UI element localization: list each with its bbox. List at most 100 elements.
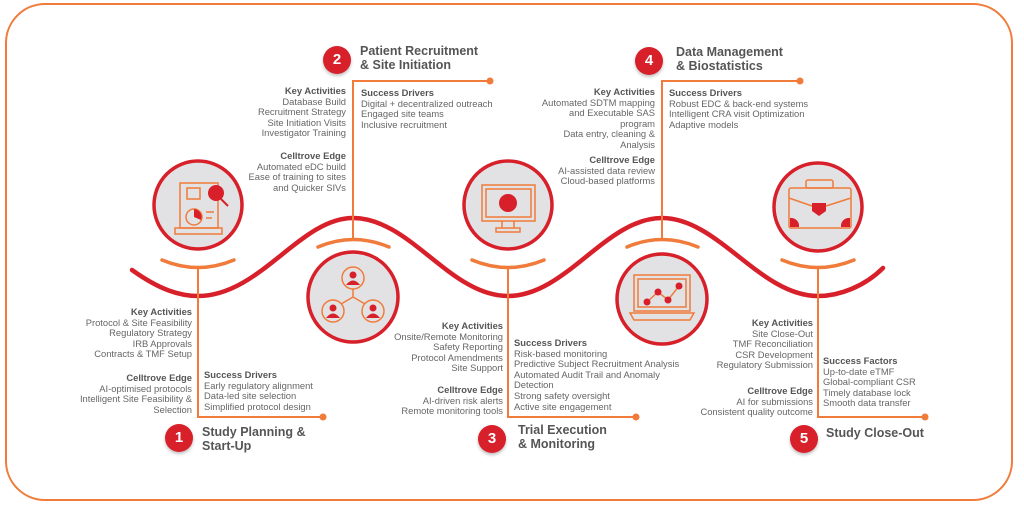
connector-dot	[921, 413, 929, 421]
stage-4-title: Data Management & Biostatistics	[676, 45, 783, 73]
stage-1-circle	[152, 159, 244, 251]
stage-3-celltrove-edge: Celltrove Edge AI-driven risk alerts Rem…	[401, 384, 503, 417]
title-line: & Site Initiation	[360, 58, 451, 72]
title-line: Patient Recruitment	[360, 44, 479, 58]
list-item: Site Initiation Visits	[267, 116, 346, 128]
list-item: AI-assisted data review	[558, 164, 655, 176]
list-item: AI for submissions	[736, 395, 813, 407]
list-item: Robust EDC & back-end systems	[669, 97, 809, 109]
list-item: Early regulatory alignment	[204, 379, 313, 391]
stage-3-success-drivers: Success Drivers Risk-based monitoring Pr…	[514, 337, 680, 412]
list-item: Engaged site teams	[361, 108, 444, 120]
title-line: Study Planning &	[202, 425, 306, 439]
list-item: Consistent quality outcome	[700, 406, 813, 418]
list-item: Contracts & TMF Setup	[94, 348, 192, 360]
list-item: Intelligent Site Feasibility &	[79, 393, 192, 405]
stage-5-success-factors: Success Factors Up-to-date eTMF Global-c…	[823, 355, 916, 409]
list-item: Protocol Amendments	[411, 351, 503, 363]
list-item: Risk-based monitoring	[514, 347, 608, 359]
laptop-chart-icon	[628, 274, 696, 321]
stage-3-title: Trial Execution & Monitoring	[518, 423, 607, 451]
connector-dot	[486, 77, 494, 85]
edge-heading: Celltrove Edge	[437, 384, 503, 395]
stage-4-key-activities: Key Activities Automated SDTM mapping an…	[542, 86, 655, 151]
list-item: Digital + decentralized outreach	[361, 97, 493, 109]
list-item: Detection	[514, 379, 554, 391]
list-item: Data-led site selection	[204, 390, 297, 402]
list-item: Selection	[153, 403, 192, 415]
list-item: Recruitment Strategy	[257, 106, 346, 118]
stage-4-circle	[615, 252, 709, 346]
title-line: Data Management	[676, 45, 783, 59]
list-item: Site Support	[451, 362, 503, 374]
edge-heading: Celltrove Edge	[126, 372, 192, 383]
stage-2-key-activities: Key Activities Database Build Recruitmen…	[257, 85, 346, 139]
list-item: Investigator Training	[261, 127, 346, 139]
list-item: TMF Reconciliation	[732, 338, 813, 350]
arc-2	[316, 237, 391, 249]
stage-1-number-badge: 1	[165, 424, 193, 452]
stage-2-title: Patient Recruitment & Site Initiation	[360, 44, 478, 72]
key-activities-heading: Key Activities	[751, 317, 813, 328]
list-item: Adaptive models	[669, 118, 739, 130]
stage-4-success-drivers: Success Drivers Robust EDC & back-end sy…	[669, 87, 809, 130]
stage-4-celltrove-edge: Celltrove Edge AI-assisted data review C…	[558, 154, 655, 187]
edge-heading: Celltrove Edge	[747, 385, 813, 396]
list-item: Regulatory Strategy	[109, 327, 192, 339]
list-item: Automated eDC build	[256, 160, 346, 172]
people-network-icon	[321, 266, 385, 323]
list-item: Analysis	[620, 138, 655, 150]
arc-3	[470, 258, 546, 270]
list-item: Simplified protocol design	[204, 400, 311, 412]
stage-1-celltrove-edge: Celltrove Edge AI-optimised protocols In…	[79, 372, 192, 415]
list-item: Automated Audit Trail and Anomaly	[514, 368, 660, 380]
connector-dot	[632, 413, 640, 421]
stage-5-key-activities: Key Activities Site Close-Out TMF Reconc…	[716, 317, 813, 371]
key-activities-heading: Key Activities	[130, 306, 192, 317]
edge-heading: Celltrove Edge	[280, 150, 346, 161]
connector-4	[661, 80, 799, 240]
title-line: Trial Execution	[518, 423, 607, 437]
list-item: IRB Approvals	[132, 337, 192, 349]
connector-dot	[319, 413, 327, 421]
stage-2-success-drivers: Success Drivers Digital + decentralized …	[361, 87, 493, 130]
stage-3-key-activities: Key Activities Onsite/Remote Monitoring …	[394, 320, 503, 374]
list-item: Predictive Subject Recruitment Analysis	[514, 358, 680, 370]
arc-4	[625, 237, 700, 249]
connector-1	[197, 268, 322, 418]
stage-5-title: Study Close-Out	[826, 426, 924, 440]
list-item: Onsite/Remote Monitoring	[394, 330, 503, 342]
list-item: program	[620, 117, 655, 129]
stage-5-celltrove-edge: Celltrove Edge AI for submissions Consis…	[700, 385, 813, 418]
stage-2-number-badge: 2	[323, 46, 351, 74]
list-item: AI-optimised protocols	[99, 382, 192, 394]
drivers-heading: Success Drivers	[204, 369, 277, 380]
factors-heading: Success Factors	[823, 355, 898, 366]
list-item: Remote monitoring tools	[401, 405, 503, 417]
stage-5-number-badge: 5	[790, 425, 818, 453]
title-line: Study Close-Out	[826, 426, 924, 440]
list-item: Inclusive recruitment	[361, 118, 447, 130]
list-item: Smooth data transfer	[823, 397, 911, 409]
list-item: Safety Reporting	[433, 341, 503, 353]
monitor-icon	[481, 184, 536, 233]
drivers-heading: Success Drivers	[669, 87, 742, 98]
list-item: Protocol & Site Feasibility	[85, 316, 192, 328]
connector-2	[352, 80, 489, 240]
arc-1	[160, 258, 236, 270]
briefcase-icon	[788, 179, 852, 229]
edge-heading: Celltrove Edge	[589, 154, 655, 165]
stage-3-number-badge: 3	[478, 425, 506, 453]
drivers-heading: Success Drivers	[514, 337, 587, 348]
list-item: Timely database lock	[823, 386, 911, 398]
list-item: AI-driven risk alerts	[422, 394, 503, 406]
title-line: Start-Up	[202, 439, 252, 453]
drivers-heading: Success Drivers	[361, 87, 434, 98]
infographic-frame	[5, 3, 1013, 501]
arc-5	[780, 258, 856, 270]
key-activities-heading: Key Activities	[593, 86, 655, 97]
document-analysis-icon	[174, 182, 229, 235]
key-activities-heading: Key Activities	[284, 85, 346, 96]
list-item: Regulatory Submission	[716, 359, 813, 371]
list-item: and Quicker SIVs	[273, 181, 346, 193]
